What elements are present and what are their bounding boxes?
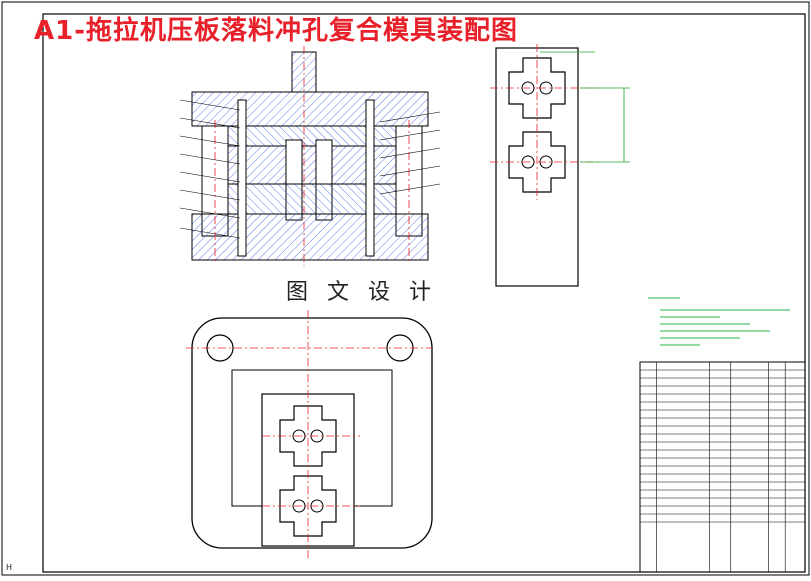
corner-mark: H bbox=[6, 563, 13, 572]
bolt-left bbox=[237, 99, 247, 257]
watermark-text: 图 文 设 计 bbox=[286, 280, 437, 305]
lower-die-plate bbox=[191, 213, 429, 261]
bolt-right bbox=[365, 99, 375, 257]
drawing-title: A1-拖拉机压板落料冲孔复合模具装配图 bbox=[34, 16, 519, 46]
plan-view bbox=[186, 310, 433, 560]
technical-notes bbox=[648, 297, 790, 346]
inner-frame bbox=[42, 13, 806, 573]
pitch-dimension bbox=[540, 51, 630, 163]
strip-layout bbox=[490, 44, 630, 287]
title-block bbox=[639, 361, 806, 573]
lower-die-base bbox=[191, 317, 433, 549]
section-view bbox=[179, 46, 441, 266]
upper-die-plate bbox=[191, 91, 429, 127]
leader-lines bbox=[179, 99, 441, 239]
